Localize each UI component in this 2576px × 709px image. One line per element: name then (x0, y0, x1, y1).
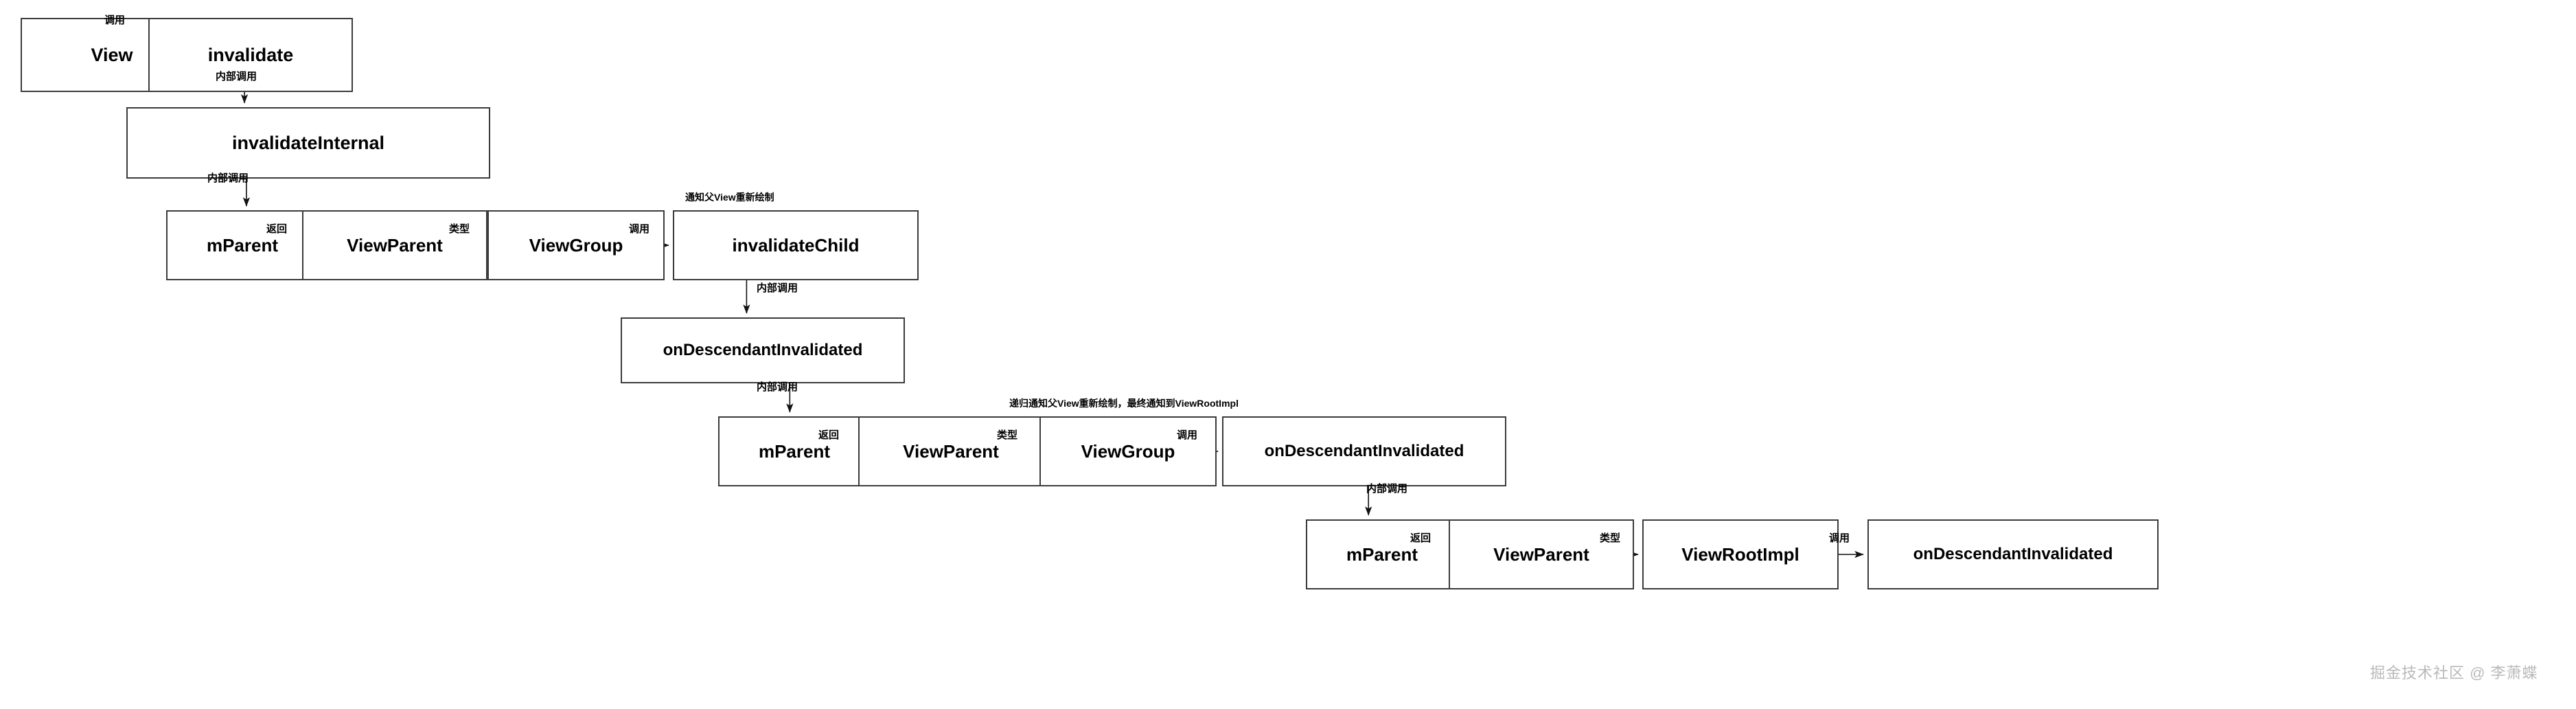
node-mparent-3[interactable]: mParent (1306, 519, 1458, 589)
node-on-descendant-invalidated-3[interactable]: onDescendantInvalidated (1867, 519, 2159, 589)
edge-label-type-3: 类型 (1600, 532, 1621, 544)
node-label: onDescendantInvalidated (663, 341, 863, 359)
edge-label-type-2: 类型 (997, 429, 1018, 441)
edge-label-return-2: 返回 (818, 429, 840, 441)
edge-label-call-2: 调用 (629, 223, 650, 235)
edge-label-call-4: 调用 (1829, 532, 1850, 544)
node-label: mParent (1346, 544, 1418, 565)
node-label: ViewParent (1493, 544, 1589, 565)
edge-label-notify-parent-redraw: 通知父View重新绘制 (685, 192, 774, 203)
edge-label-call-3: 调用 (1177, 429, 1198, 441)
node-viewgroup-2[interactable]: ViewGroup (1039, 416, 1217, 486)
node-label: ViewRootImpl (1681, 544, 1799, 565)
edge-label-internal-call-1: 内部调用 (216, 71, 257, 82)
node-viewparent-3[interactable]: ViewParent (1449, 519, 1634, 589)
node-viewrootimpl[interactable]: ViewRootImpl (1642, 519, 1839, 589)
node-label: onDescendantInvalidated (1913, 545, 2113, 563)
node-label: ViewParent (347, 235, 443, 256)
edge-label-recursive-notify: 递归通知父View重新绘制，最终通知到ViewRootImpl (1009, 398, 1239, 409)
edge-label-internal-call-3: 内部调用 (757, 282, 798, 294)
node-label: View (91, 44, 133, 65)
node-label: mParent (758, 441, 831, 462)
node-invalidate[interactable]: invalidate (148, 18, 353, 92)
edge-label-internal-call-2: 内部调用 (207, 172, 249, 184)
node-mparent-2[interactable]: mParent (718, 416, 871, 486)
node-invalidate-child[interactable]: invalidateChild (673, 210, 919, 280)
node-mparent-1[interactable]: mParent (166, 210, 319, 280)
watermark: 掘金技术社区 @ 李萧蝶 (2370, 664, 2538, 682)
edge-label-type-1: 类型 (449, 223, 470, 235)
node-label: mParent (206, 235, 279, 256)
edge-label-internal-call-5: 内部调用 (1366, 483, 1408, 495)
node-viewgroup-1[interactable]: ViewGroup (487, 210, 665, 280)
node-invalidate-internal[interactable]: invalidateInternal (126, 107, 490, 179)
node-label: onDescendantInvalidated (1264, 442, 1464, 460)
node-on-descendant-invalidated-1[interactable]: onDescendantInvalidated (621, 317, 905, 383)
node-label: invalidateChild (732, 235, 860, 256)
node-label: ViewParent (903, 441, 999, 462)
node-label: invalidate (207, 44, 294, 65)
node-label: ViewGroup (1081, 441, 1175, 462)
edge-label-call-1: 调用 (104, 14, 126, 26)
node-label: invalidateInternal (231, 132, 385, 153)
edge-label-return-3: 返回 (1410, 532, 1431, 544)
edge-label-internal-call-4: 内部调用 (757, 381, 798, 393)
node-viewparent-1[interactable]: ViewParent (302, 210, 487, 280)
node-viewparent-2[interactable]: ViewParent (858, 416, 1044, 486)
node-on-descendant-invalidated-2[interactable]: onDescendantInvalidated (1222, 416, 1506, 486)
edge-label-return-1: 返回 (266, 223, 288, 235)
node-label: ViewGroup (529, 235, 623, 256)
